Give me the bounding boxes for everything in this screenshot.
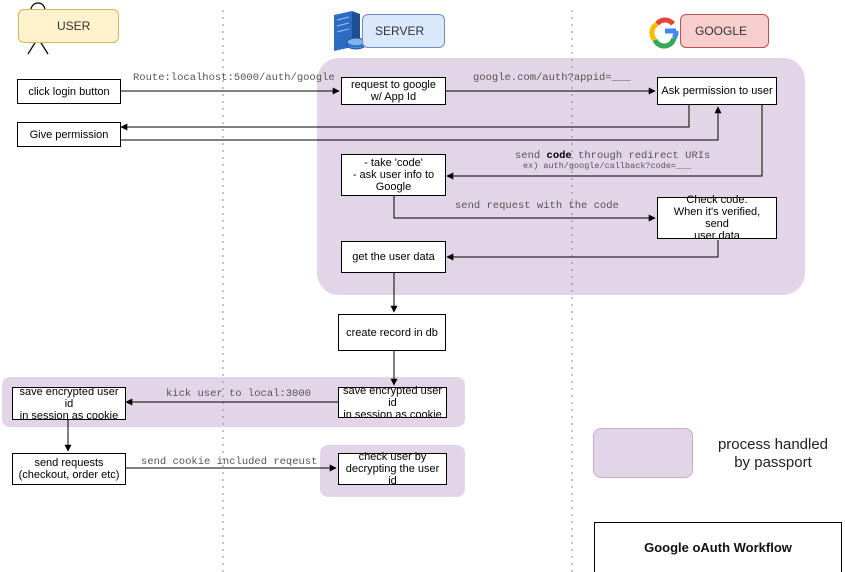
diagram-title: Google oAuth Workflow — [594, 522, 842, 572]
actor-server: SERVER — [362, 14, 445, 48]
label-kick-user: kick user to local:3000 — [166, 388, 311, 400]
actor-user-label: USER — [57, 19, 91, 33]
label-send-code-bold: code — [546, 150, 572, 162]
box-give-permission: Give permission — [17, 122, 121, 147]
arrow-user-data — [446, 240, 719, 261]
box-save-session-server: save encrypted user id in session as coo… — [338, 385, 447, 421]
label-send-code-pre: send — [515, 150, 547, 162]
legend-text: process handled by passport — [717, 436, 829, 471]
server-icon — [334, 11, 366, 51]
arrow-give-permission — [120, 106, 722, 141]
actor-google: GOOGLE — [680, 14, 769, 48]
arrow-send-request-code — [393, 196, 656, 222]
label-route: Route:localhost:5000/auth/google — [133, 72, 335, 84]
box-take-code: - take 'code' - ask user info to Google — [341, 154, 446, 196]
label-send-code-post: through redirect URIs — [571, 150, 711, 162]
box-request-to-google: request to google w/ App Id — [341, 77, 446, 105]
box-ask-permission: Ask permission to user — [657, 77, 777, 105]
actor-user: USER — [18, 9, 119, 43]
legend-swatch — [593, 428, 693, 478]
box-check-code: Check code. When it's verified, send use… — [657, 194, 777, 242]
arrow-ask-to-user — [120, 105, 690, 131]
label-google-auth: google.com/auth?appid=___ — [473, 72, 631, 84]
google-logo-icon — [649, 17, 679, 49]
box-send-requests: send requests (checkout, order etc) — [12, 453, 126, 485]
actor-server-label: SERVER — [375, 24, 425, 38]
box-click-login-button: click login button — [17, 79, 121, 104]
label-send-code: send code through redirect URIs — [515, 150, 710, 162]
label-send-request-code: send request with the code — [455, 200, 619, 212]
label-callback-example: ex) auth/google/callback?code=___ — [523, 161, 692, 171]
box-save-session-user: save encrypted user id in session as coo… — [12, 386, 126, 422]
box-create-record: create record in db — [338, 314, 446, 351]
actor-google-label: GOOGLE — [695, 24, 748, 38]
box-get-user-data: get the user data — [341, 241, 446, 273]
label-send-cookie: send cookie included reqeust — [141, 456, 318, 468]
box-check-user: check user by decrypting the user id — [338, 451, 447, 487]
arrow-send-code — [446, 105, 763, 180]
